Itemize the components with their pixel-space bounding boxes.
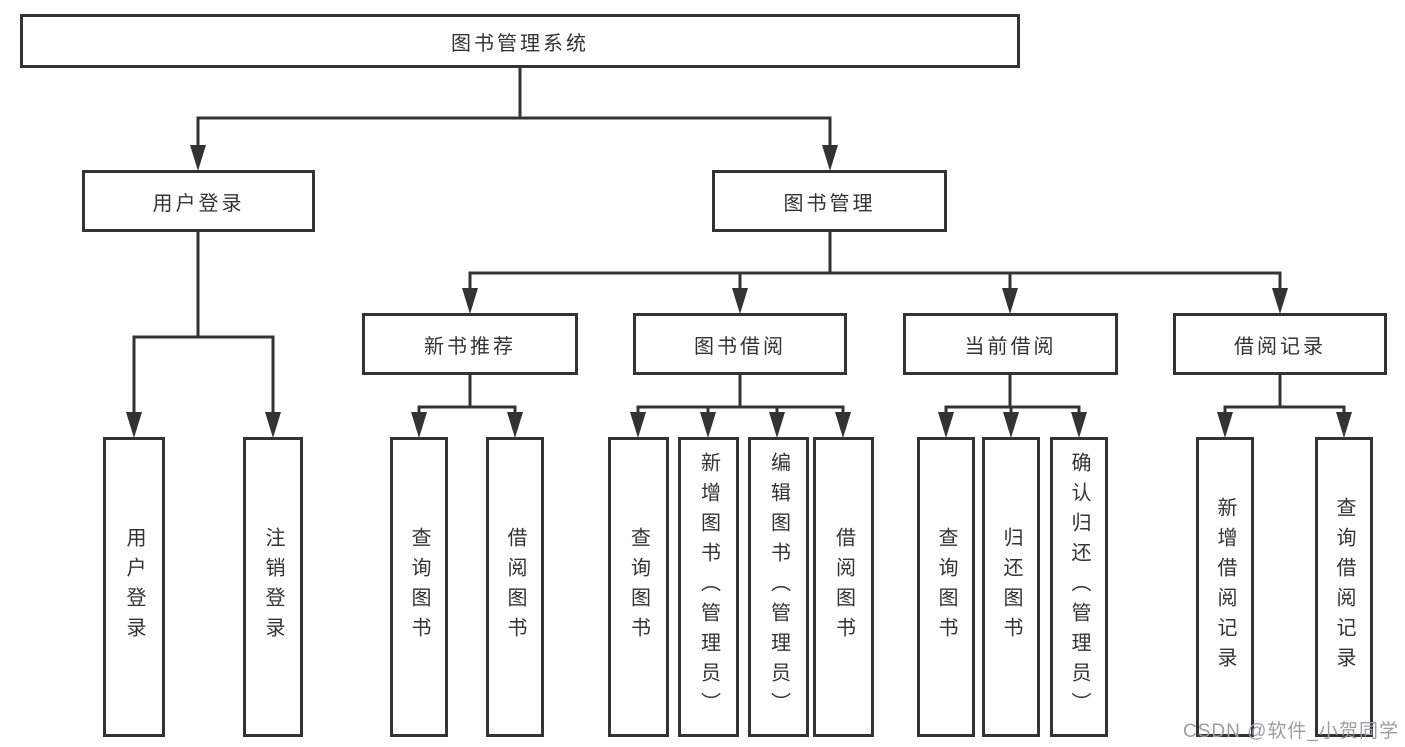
arrow-down-icon	[1071, 412, 1087, 438]
node-leaf-newbooks-query: 查询图书	[390, 437, 448, 737]
arrow-down-icon	[190, 145, 206, 171]
edge-book-borrow-to-leaves	[630, 373, 851, 438]
arrow-down-icon	[938, 412, 954, 438]
arrow-down-icon	[1336, 412, 1352, 438]
node-leaf-logout: 注销登录	[243, 437, 303, 737]
node-label: 注销登录	[262, 527, 284, 647]
edge-new-books-to-leaves	[411, 373, 523, 438]
node-root-system: 图书管理系统	[20, 14, 1020, 68]
node-leaf-records-add: 新增借阅记录	[1196, 437, 1254, 737]
arrow-down-icon	[411, 412, 427, 438]
arrow-down-icon	[265, 412, 281, 438]
node-label: 查询图书	[408, 527, 430, 647]
node-label: 归还图书	[1000, 527, 1022, 647]
node-leaf-borrow-query: 查询图书	[608, 437, 669, 737]
arrow-down-icon	[769, 412, 785, 438]
node-leaf-newbooks-borrow: 借阅图书	[486, 437, 544, 737]
arrow-down-icon	[630, 412, 646, 438]
node-label: 用户登录	[123, 527, 145, 647]
arrow-down-icon	[700, 412, 716, 438]
node-leaf-borrow-edit-admin: 编辑图书（管理员）	[748, 437, 809, 737]
node-leaf-borrow-add-admin: 新增图书（管理员）	[678, 437, 739, 737]
arrow-down-icon	[822, 145, 838, 171]
edge-borrow-records-to-leaves	[1217, 373, 1352, 438]
node-label: 新增图书（管理员）	[697, 452, 720, 722]
arrow-down-icon	[462, 288, 478, 314]
arrow-down-icon	[1002, 288, 1018, 314]
arrow-down-icon	[1003, 412, 1019, 438]
node-leaf-current-return: 归还图书	[982, 437, 1040, 737]
arrow-down-icon	[835, 412, 851, 438]
arrow-down-icon	[732, 288, 748, 314]
node-leaf-current-confirm-admin: 确认归还（管理员）	[1050, 437, 1108, 737]
node-label: 查询图书	[935, 527, 957, 647]
node-leaf-borrow-borrow: 借阅图书	[813, 437, 874, 737]
node-book-borrow: 图书借阅	[633, 313, 847, 375]
node-borrow-records: 借阅记录	[1173, 313, 1387, 375]
node-new-book-recommend: 新书推荐	[362, 313, 578, 375]
edge-user-login-to-leaves	[126, 230, 281, 438]
node-label: 借阅图书	[504, 527, 526, 647]
arrow-down-icon	[507, 412, 523, 438]
node-label: 借阅图书	[832, 527, 855, 647]
node-leaf-current-query: 查询图书	[917, 437, 975, 737]
node-label: 查询图书	[627, 527, 650, 647]
node-book-management: 图书管理	[712, 170, 947, 232]
node-label: 编辑图书（管理员）	[767, 452, 790, 722]
node-label: 新增借阅记录	[1214, 497, 1236, 677]
arrow-down-icon	[1272, 288, 1288, 314]
edge-current-borrow-to-leaves	[938, 373, 1087, 438]
node-label: 确认归还（管理员）	[1068, 452, 1090, 722]
node-label: 查询借阅记录	[1333, 497, 1355, 677]
edge-root-to-level2	[190, 66, 838, 171]
node-leaf-user-login: 用户登录	[103, 437, 165, 737]
arrow-down-icon	[126, 412, 142, 438]
watermark: CSDN @软件_小贺同学	[1183, 721, 1399, 742]
edge-book-mgmt-to-level3	[462, 230, 1288, 314]
node-current-borrow: 当前借阅	[903, 313, 1118, 375]
node-leaf-records-query: 查询借阅记录	[1315, 437, 1373, 737]
node-user-login: 用户登录	[82, 170, 315, 232]
arrow-down-icon	[1217, 412, 1233, 438]
